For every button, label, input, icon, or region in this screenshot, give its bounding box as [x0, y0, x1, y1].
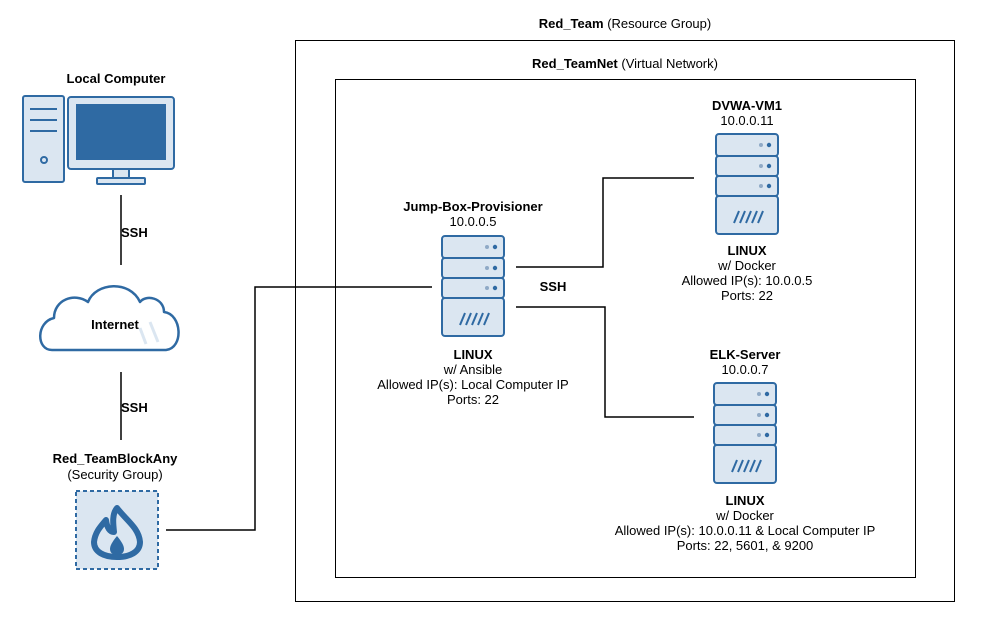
connector-securitygroup-jumpbox: [166, 286, 432, 531]
resource-group-box: [295, 40, 955, 602]
elk-software: w/ Docker: [716, 508, 774, 523]
local-computer-title: Local Computer: [66, 71, 166, 86]
jump-box-server-icon: [441, 235, 505, 337]
computer-icon: [22, 95, 175, 185]
elk-name: ELK-Server: [709, 347, 781, 362]
security-group-kind: (Security Group): [67, 467, 163, 482]
dvwa-os: LINUX: [727, 243, 767, 258]
virtual-network-name: Red_TeamNet: [532, 56, 618, 71]
jump-box-name: Jump-Box-Provisioner: [403, 199, 543, 214]
elk-ip: 10.0.0.7: [721, 362, 769, 377]
elk-ports: Ports: 22, 5601, & 9200: [676, 538, 814, 553]
jump-box-ports: Ports: 22: [446, 392, 500, 407]
jump-box-software: w/ Ansible: [443, 362, 503, 377]
ssh-label-bottom: SSH: [121, 400, 148, 415]
cloud-icon: [39, 285, 180, 352]
dvwa-ip: 10.0.0.11: [720, 113, 774, 128]
virtual-network-label: Red_TeamNet (Virtual Network): [425, 56, 825, 72]
connector-jumpbox-dvwa: [516, 177, 694, 268]
resource-group-kind: (Resource Group): [607, 16, 712, 31]
jump-box-ip: 10.0.0.5: [449, 214, 497, 229]
resource-group-name: Red_Team: [538, 16, 604, 31]
elk-server-icon: [713, 382, 777, 484]
security-group-name: Red_TeamBlockAny: [52, 451, 178, 466]
dvwa-allowed-ips: Allowed IP(s): 10.0.0.5: [681, 273, 813, 288]
dvwa-name: DVWA-VM1: [711, 98, 783, 113]
connector-jumpbox-elk: [516, 306, 694, 418]
virtual-network-kind: (Virtual Network): [621, 56, 718, 71]
dvwa-server-icon: [715, 133, 779, 235]
elk-os: LINUX: [725, 493, 765, 508]
dvwa-ports: Ports: 22: [720, 288, 774, 303]
jump-box-os: LINUX: [453, 347, 493, 362]
internet-label: Internet: [91, 317, 139, 332]
virtual-network-box: [335, 79, 916, 578]
dvwa-software: w/ Docker: [718, 258, 776, 273]
ssh-label-top: SSH: [121, 225, 148, 240]
resource-group-label: Red_Team (Resource Group): [425, 16, 825, 32]
elk-allowed-ips: Allowed IP(s): 10.0.0.11 & Local Compute…: [614, 523, 876, 538]
firewall-icon: [75, 490, 159, 570]
jump-box-allowed-ips: Allowed IP(s): Local Computer IP: [377, 377, 569, 392]
ssh-label-internal: SSH: [539, 279, 567, 294]
